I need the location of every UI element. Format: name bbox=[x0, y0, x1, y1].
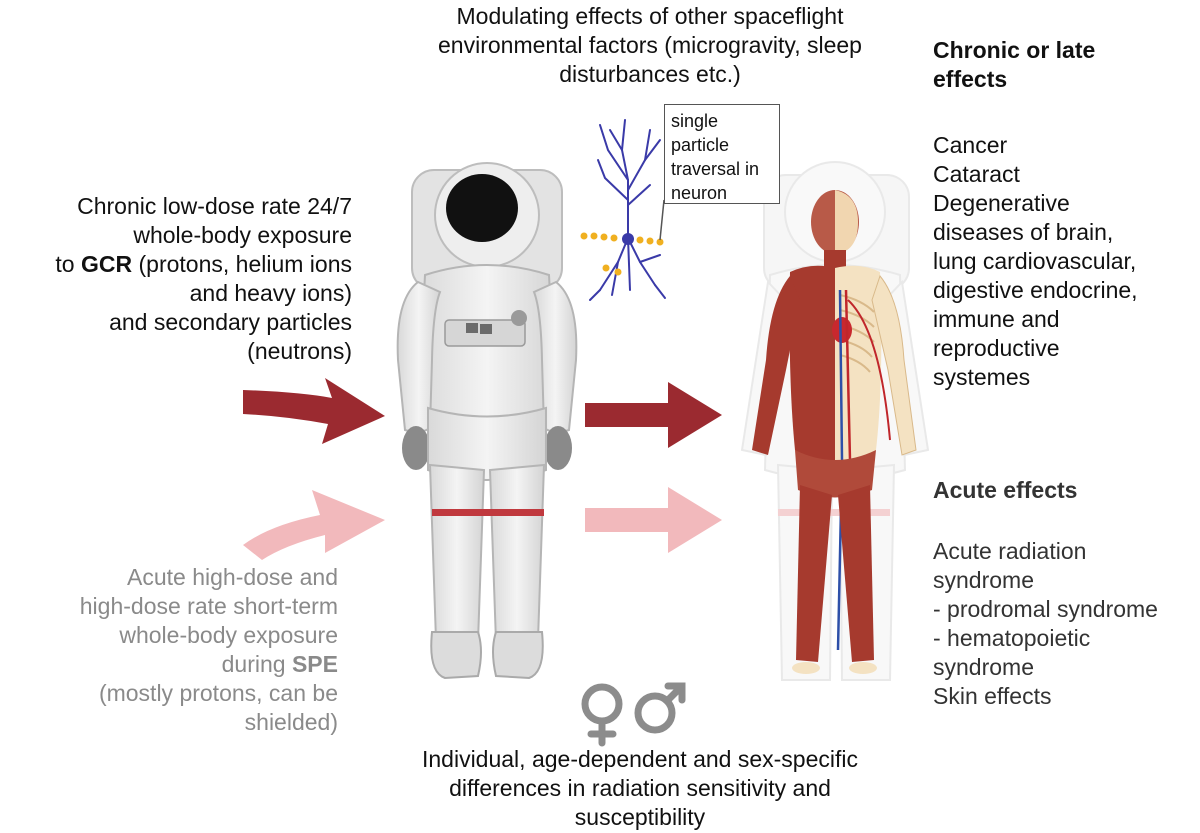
chronic-effects-arrow bbox=[585, 382, 722, 448]
callout-line: neuron bbox=[671, 183, 728, 203]
list-item: syndrome bbox=[933, 567, 1034, 593]
male-symbol-icon bbox=[634, 682, 686, 734]
list-item: Cataract bbox=[933, 161, 1020, 187]
acute-effects-list: Acute radiation syndrome - prodromal syn… bbox=[933, 537, 1158, 711]
spe-exposure-text: Acute high-dose and high-dose rate short… bbox=[0, 563, 338, 737]
list-item: lung cardiovascular, bbox=[933, 248, 1137, 274]
acute-effects-heading: Acute effects bbox=[933, 476, 1077, 505]
list-item: Cancer bbox=[933, 132, 1008, 158]
callout-line: single bbox=[671, 111, 719, 131]
chronic-effects-heading: Chronic or late effects bbox=[933, 36, 1095, 94]
text-line: Individual, age-dependent and sex-specif… bbox=[421, 746, 858, 772]
list-item: Acute radiation bbox=[933, 538, 1087, 564]
text-line: differences in radiation sensitivity and bbox=[449, 775, 831, 801]
list-item: Skin effects bbox=[933, 683, 1052, 709]
heading-line: Chronic or late bbox=[933, 37, 1096, 63]
text-line: susceptibility bbox=[574, 804, 706, 830]
neuron-soma bbox=[622, 233, 634, 245]
anatomy-figure bbox=[740, 161, 930, 681]
list-item: digestive endocrine, bbox=[933, 277, 1138, 303]
chronic-exposure-arrow bbox=[243, 378, 385, 444]
modulating-factors-text: Modulating effects of other spaceflight … bbox=[380, 2, 920, 89]
chronic-effects-list: Cancer Cataract Degenerative diseases of… bbox=[933, 131, 1138, 392]
callout-line: particle bbox=[671, 135, 730, 155]
spe-label: SPE bbox=[291, 651, 338, 677]
list-item: immune and bbox=[933, 306, 1060, 332]
particle-track bbox=[580, 232, 664, 276]
text-line: environmental factors (microgravity, sle… bbox=[438, 32, 862, 58]
callout-pointer bbox=[659, 199, 665, 241]
gcr-exposure-text: Chronic low-dose rate 24/7 whole-body ex… bbox=[0, 192, 352, 366]
heading-line: Acute effects bbox=[933, 477, 1078, 503]
text-line: Chronic low-dose rate 24/7 bbox=[77, 193, 352, 219]
heading-line: effects bbox=[933, 66, 1008, 92]
list-item: Degenerative bbox=[933, 190, 1070, 216]
list-item: diseases of brain, bbox=[933, 219, 1114, 245]
individual-differences-text: Individual, age-dependent and sex-specif… bbox=[360, 745, 920, 832]
text-line: (neutrons) bbox=[247, 338, 352, 364]
list-item: reproductive bbox=[933, 335, 1060, 361]
list-item: systemes bbox=[933, 364, 1031, 390]
text-line: to GCR (protons, helium ions bbox=[0, 250, 352, 279]
gcr-label: GCR bbox=[80, 251, 133, 277]
callout-line: traversal in bbox=[671, 159, 760, 179]
text-line: and secondary particles bbox=[109, 309, 352, 335]
acute-effects-arrow bbox=[585, 487, 722, 553]
text-line: disturbances etc.) bbox=[559, 61, 741, 87]
text-fragment: (protons, helium ions bbox=[132, 251, 352, 277]
list-item: - prodromal syndrome bbox=[933, 596, 1158, 622]
text-line: Acute high-dose and bbox=[127, 564, 338, 590]
list-item: - hematopoietic bbox=[933, 625, 1091, 651]
text-line: (mostly protons, can be bbox=[98, 680, 338, 706]
text-line: Modulating effects of other spaceflight bbox=[456, 3, 844, 29]
neuron-callout-box: single particle traversal in neuron bbox=[664, 104, 780, 204]
text-fragment: during bbox=[221, 651, 292, 677]
astronaut-figure bbox=[396, 162, 578, 680]
female-symbol-icon bbox=[581, 683, 623, 747]
text-line: and heavy ions) bbox=[189, 280, 352, 306]
text-line: shielded) bbox=[244, 709, 338, 735]
text-line: whole-body exposure bbox=[133, 222, 352, 248]
text-line: whole-body exposure bbox=[119, 622, 338, 648]
acute-exposure-arrow bbox=[243, 490, 385, 560]
neuron-illustration bbox=[589, 119, 666, 301]
list-item: syndrome bbox=[933, 654, 1034, 680]
text-line: high-dose rate short-term bbox=[79, 593, 338, 619]
text-fragment: to bbox=[55, 251, 81, 277]
text-line: during SPE bbox=[0, 650, 338, 679]
